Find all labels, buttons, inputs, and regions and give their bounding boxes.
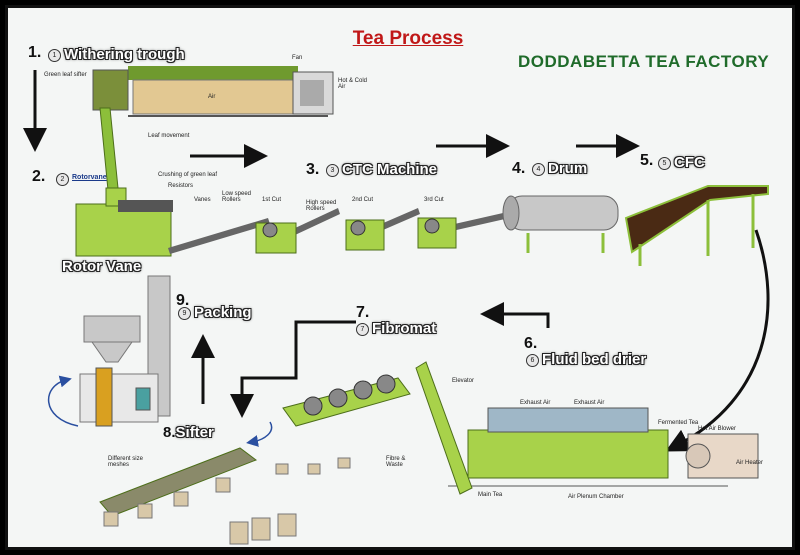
withering-trough-machine xyxy=(92,66,334,117)
process-diagram xyxy=(23,66,770,545)
step-6-circle: 6 xyxy=(526,353,539,367)
fluid-bed-drier-machine xyxy=(448,407,759,487)
step-6-text: Fluid bed drier xyxy=(542,351,647,368)
label-vanes: Vanes xyxy=(194,197,211,203)
step-4-text: Drum xyxy=(548,160,588,177)
step-3-number: 3. xyxy=(306,161,320,178)
label-3rd-cut: 3rd Cut xyxy=(424,197,444,203)
page-title: Tea Process xyxy=(352,28,464,49)
step-2-number: 2. xyxy=(32,168,46,185)
label-fibre-waste: Fibre & Waste xyxy=(386,456,406,468)
arrow-left-6 xyxy=(480,302,550,328)
label-green-leaf-sifter: Green leaf sifter xyxy=(44,72,87,78)
step-9-number: 9. xyxy=(176,292,190,309)
label-crushing: Crushing of green leaf xyxy=(158,172,218,178)
label-hot-cold-air: Hot & Cold Air xyxy=(338,78,368,90)
drum-machine xyxy=(502,195,619,253)
cfc-to-drier-arrow xyxy=(665,229,770,452)
step-7-number: 7. xyxy=(356,304,370,321)
label-leaf-movement: Leaf movement xyxy=(148,133,190,139)
step-3-circle: 3 xyxy=(326,163,339,177)
blue-arrow-sifter xyxy=(246,421,273,447)
label-hot-air-blower: Hot Air Blower xyxy=(698,426,737,432)
label-resistors: Resistors xyxy=(168,183,194,189)
packing-machine xyxy=(79,275,171,427)
step-1-circle: 1 xyxy=(48,48,61,62)
step-8-number: 8. xyxy=(163,424,176,441)
factory-name: DODDABETTA TEA FACTORY xyxy=(518,52,770,71)
label-exhaust-air-2: Exhaust Air xyxy=(574,400,605,406)
label-fan: Fan xyxy=(292,55,303,61)
label-exhaust-air-1: Exhaust Air xyxy=(520,400,551,406)
step-2-circle: 2 xyxy=(56,173,69,186)
step-3-text: CTC Machine xyxy=(342,161,438,178)
label-elevator: Elevator xyxy=(452,378,475,384)
fibromat-machine xyxy=(275,361,473,495)
rotor-vane-label: Rotor Vane xyxy=(62,258,142,275)
label-air-heater: Air Heater xyxy=(736,460,764,466)
label-2nd-cut: 2nd Cut xyxy=(352,197,374,203)
cfc-machine xyxy=(624,185,769,266)
step-1-number: 1. xyxy=(28,44,42,61)
step-9-circle: 9 xyxy=(178,306,191,320)
step-2-label: Rotorvane xyxy=(72,174,107,181)
blue-arrow-packing xyxy=(48,375,79,427)
step-4-number: 4. xyxy=(512,160,526,177)
label-main-tea: Main Tea xyxy=(478,492,503,498)
rotorvane-machine xyxy=(75,187,173,257)
step-6-number: 6. xyxy=(524,335,538,352)
step-7-text: Fibromat xyxy=(372,320,437,337)
label-different-mesh: Different size meshes xyxy=(108,456,143,468)
step-1-text: Withering trough xyxy=(64,46,185,63)
step-5-text: CFC xyxy=(674,154,705,171)
step-8-text: Sifter xyxy=(175,424,214,441)
step-5-number: 5. xyxy=(640,152,654,169)
step-7-circle: 7 xyxy=(356,322,369,336)
label-air-plenum: Air Plenum Chamber xyxy=(568,494,624,500)
label-air: Air xyxy=(208,94,216,100)
ctc-machine xyxy=(168,208,505,254)
label-high-speed-rollers: High speed Rollers xyxy=(306,200,337,212)
step-9-text: Packing xyxy=(194,304,252,321)
arrow-to-sifter xyxy=(230,320,356,418)
label-low-speed-rollers: Low speed Rollers xyxy=(222,191,252,203)
label-1st-cut: 1st Cut xyxy=(262,197,282,203)
step-4-circle: 4 xyxy=(532,162,545,176)
sifter-machine xyxy=(99,447,297,545)
step-8-label: 8.Sifter xyxy=(163,424,214,441)
label-fermented-tea: Fermented Tea xyxy=(658,420,699,426)
step-5-circle: 5 xyxy=(658,156,671,170)
